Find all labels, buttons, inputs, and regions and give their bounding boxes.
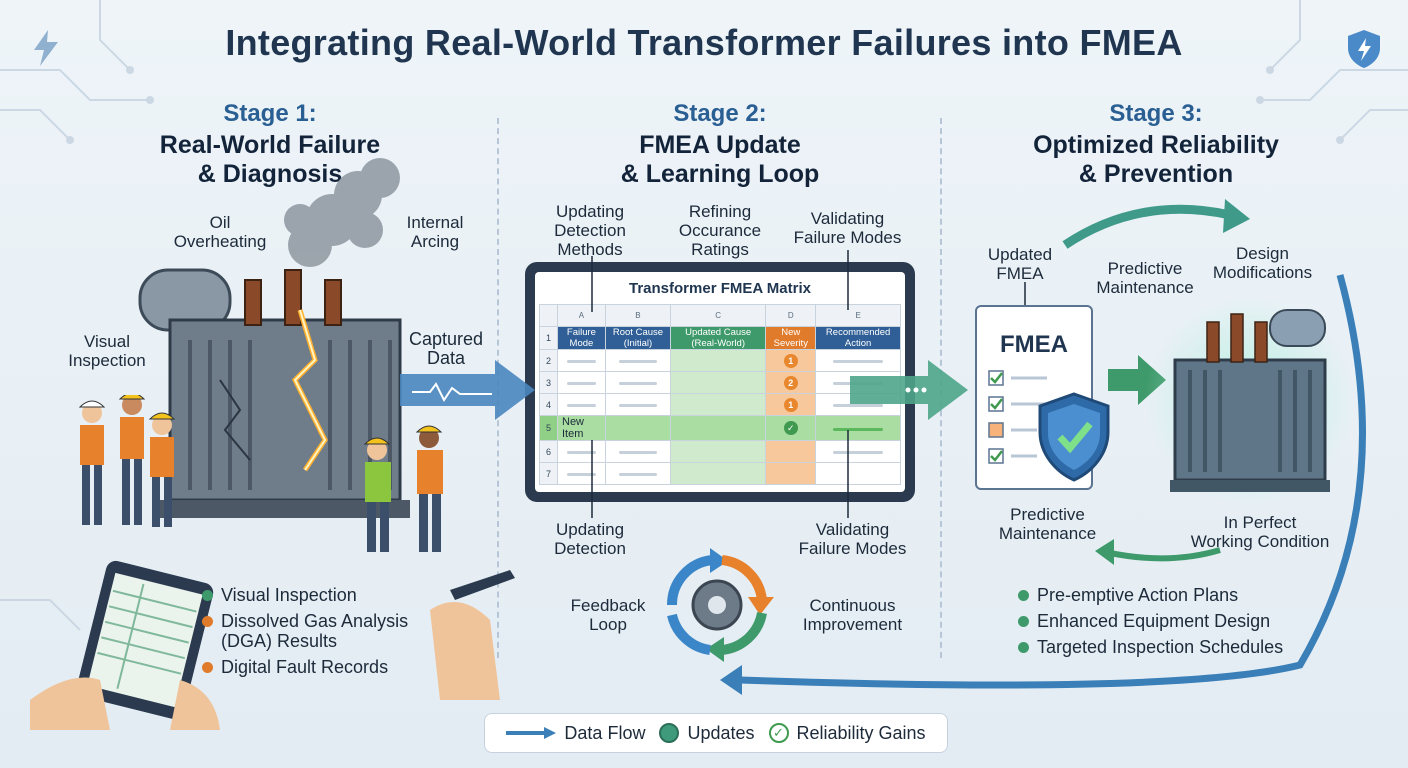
header-recommended-action: Recommended Action xyxy=(815,326,901,350)
legend-item-data-flow: Data Flow xyxy=(506,723,645,744)
hand-with-pen-illustration xyxy=(430,570,515,700)
bullet-dot-orange xyxy=(202,662,213,673)
bullet-dot-green xyxy=(1018,642,1029,653)
list-item: Visual Inspection xyxy=(202,585,442,605)
legend-item-reliability-gains: ✓ Reliability Gains xyxy=(768,723,926,744)
healthy-transformer-illustration xyxy=(1145,295,1355,505)
bullet-dot-orange xyxy=(202,616,213,627)
stage3-number: Stage 3: xyxy=(1109,100,1203,127)
legend-item-updates: Updates xyxy=(659,723,755,744)
fmea-doc-title: FMEA xyxy=(1000,331,1068,358)
stage2-title: FMEA Update & Learning Loop xyxy=(620,131,820,188)
bullet-dot-green xyxy=(1018,590,1029,601)
row-number: 7 xyxy=(539,462,558,485)
shield-lightning-icon xyxy=(1348,30,1380,68)
smoke-cloud-illustration xyxy=(284,158,400,267)
matrix-leader-lines xyxy=(591,250,849,518)
tablet-in-hands-illustration xyxy=(30,560,220,730)
fmea-matrix-table: A B C D E 1 Failure Mode Root Cause (Ini… xyxy=(539,304,901,485)
header-root-cause: Root Cause (Initial) xyxy=(604,326,672,350)
page-title: Integrating Real-World Transformer Failu… xyxy=(225,22,1183,63)
list-item: Pre-emptive Action Plans xyxy=(1018,585,1338,605)
table-row: 2 1 xyxy=(539,349,901,372)
data-flow-arrow-1 xyxy=(400,360,535,420)
header-failure-mode: Failure Mode xyxy=(557,326,606,350)
list-item: Dissolved Gas Analysis (DGA) Results xyxy=(202,611,442,651)
row-number: 4 xyxy=(539,393,558,416)
severity-badge: 2 xyxy=(783,375,798,390)
arrow-right-icon xyxy=(506,727,557,739)
bullet-dot-green xyxy=(202,590,213,601)
check-icon: ✓ xyxy=(783,421,798,435)
bullet-dot-green xyxy=(1018,616,1029,627)
list-item: Digital Fault Records xyxy=(202,657,442,677)
header-updated-cause: Updated Cause (Real-World) xyxy=(670,326,767,350)
severity-badge: 1 xyxy=(783,397,798,412)
stage3-title: Optimized Reliability & Prevention xyxy=(1033,131,1279,188)
matrix-title: Transformer FMEA Matrix xyxy=(629,280,811,297)
updates-flow-arrow-2 xyxy=(850,360,968,420)
technicians-right-illustration xyxy=(363,425,443,552)
updated-fmea-leader xyxy=(1024,282,1026,308)
table-row: 6 xyxy=(539,440,901,463)
legend: Data Flow Updates ✓ Reliability Gains xyxy=(484,713,948,753)
stage1-title: Real-World Failure & Diagnosis xyxy=(159,131,381,188)
row-number: 2 xyxy=(539,349,558,372)
table-row-new-item: 5 New Item ✓ xyxy=(539,415,901,441)
table-row: 7 xyxy=(539,462,901,485)
list-item: Enhanced Equipment Design xyxy=(1018,611,1338,631)
lightning-icon xyxy=(34,30,58,66)
gear-feedback-loop-icon xyxy=(666,548,774,662)
col-letter: C xyxy=(670,304,767,327)
fmea-checklist-icon xyxy=(988,370,1047,464)
severity-badge: 1 xyxy=(783,353,798,368)
updates-dot-icon xyxy=(659,723,680,743)
fmea-matrix-tablet: Transformer FMEA Matrix A B C D E 1 Fail… xyxy=(525,262,915,502)
stage2-number: Stage 2: xyxy=(673,100,767,127)
reliability-cycle-arrows xyxy=(720,199,1366,695)
stage1-evidence-list: Visual Inspection Dissolved Gas Analysis… xyxy=(202,585,442,683)
stage1-number: Stage 1: xyxy=(223,100,317,127)
shield-check-icon xyxy=(1038,392,1110,482)
check-circle-icon: ✓ xyxy=(768,723,789,743)
stage3-outcomes-list: Pre-emptive Action Plans Enhanced Equipm… xyxy=(1018,585,1338,663)
list-item: Targeted Inspection Schedules xyxy=(1018,637,1338,657)
row-number: 5 xyxy=(539,415,558,441)
technicians-left-illustration xyxy=(78,395,176,527)
header-new-severity: New Severity xyxy=(765,326,817,350)
